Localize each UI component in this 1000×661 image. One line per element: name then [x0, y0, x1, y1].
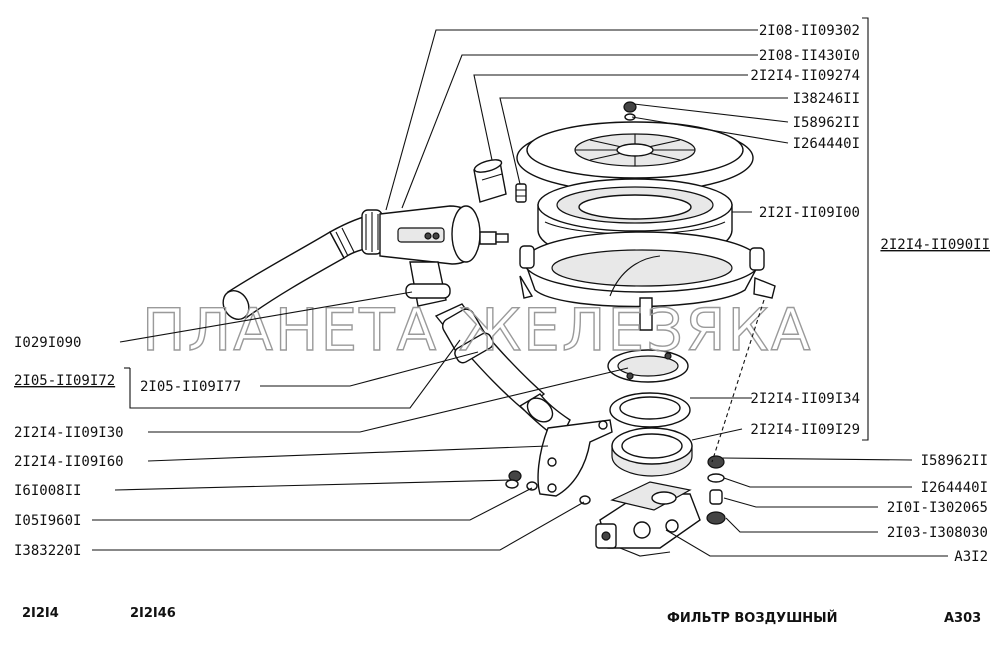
small-nuts-left	[505, 470, 591, 505]
label-part: I029I090	[14, 335, 81, 351]
label-part: 2I2I-II09I00	[759, 205, 860, 221]
label-part: I6I008II	[14, 483, 81, 499]
labels-right: 2I08-II09302 2I08-II430I0 2I2I4-II09274 …	[750, 23, 990, 438]
down-pipe	[405, 261, 571, 442]
label-part: 2I2I4-II09274	[750, 68, 860, 84]
label-part: 2I2I4-II09I60	[14, 454, 124, 470]
hose-clamp	[361, 209, 383, 255]
footer-model-b: 2I2I46	[130, 606, 176, 621]
pipe-nozzle	[473, 159, 507, 203]
mount-bracket	[537, 419, 613, 497]
small-bolt	[515, 183, 527, 203]
parts-drawing	[222, 101, 776, 557]
label-part: 2I0I-I302065	[887, 500, 988, 516]
label-part: I264440I	[921, 480, 988, 496]
label-part: 2I08-II430I0	[759, 48, 860, 64]
valve-housing	[379, 205, 509, 265]
label-assembly: 2I2I4-II090II	[880, 237, 990, 253]
seal-ring-large	[611, 427, 693, 477]
label-part: 2I05-II09I77	[140, 379, 241, 395]
label-part: 2I03-I308030	[887, 525, 988, 541]
label-part: I05I960I	[14, 513, 81, 529]
seal-ring-small	[609, 392, 691, 428]
label-part: I38246II	[793, 91, 860, 107]
watermark: ПЛАНЕТА ЖЕЛЕЗЯКА	[142, 296, 812, 364]
footer: 2I2I4 2I2I46 ФИЛЬТР ВОЗДУШНЫЙ A303	[22, 606, 981, 626]
carburetor	[595, 481, 701, 557]
label-part: 2I2I4-II09I30	[14, 425, 124, 441]
footer-title: ФИЛЬТР ВОЗДУШНЫЙ	[667, 610, 838, 626]
label-part: I264440I	[793, 136, 860, 152]
label-part: I383220I	[14, 543, 81, 559]
gasket-flat	[607, 349, 689, 383]
label-part: 2I08-II09302	[759, 23, 860, 39]
label-part: I58962II	[921, 453, 988, 469]
leader-lines	[92, 17, 948, 557]
labels-left: I029I090 2I05-II09I72 2I05-II09I77 2I2I4…	[14, 335, 241, 559]
label-part: 2I2I4-II09I34	[750, 391, 860, 407]
small-nuts-right	[706, 455, 726, 525]
label-assembly: 2I05-II09I72	[14, 373, 115, 389]
label-part: A3I2	[954, 549, 988, 565]
filter-housing	[519, 231, 776, 331]
filter-cover	[516, 101, 754, 193]
labels-lower-right: I58962II I264440I 2I0I-I302065 2I03-I308…	[887, 453, 988, 565]
footer-model-a: 2I2I4	[22, 606, 59, 621]
label-part: 2I2I4-II09I29	[750, 422, 860, 438]
label-part: I58962II	[793, 115, 860, 131]
footer-code: A303	[944, 611, 981, 626]
